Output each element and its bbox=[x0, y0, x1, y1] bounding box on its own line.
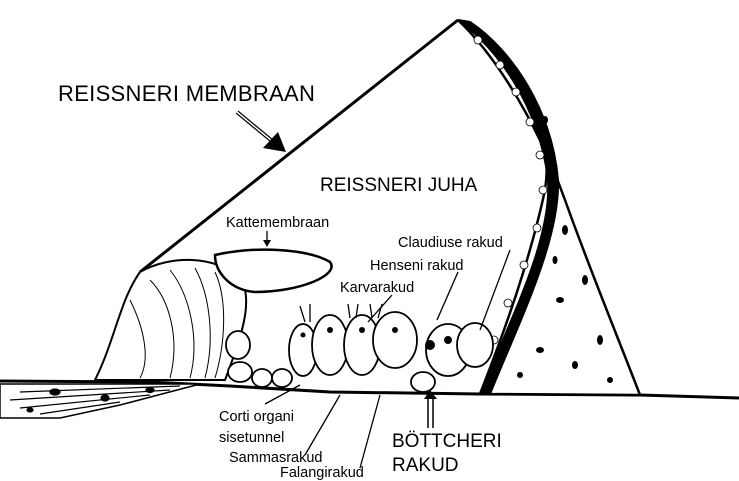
tectorial-arrow bbox=[263, 231, 271, 247]
corti-organ-cells bbox=[226, 312, 493, 392]
tectorial-membrane bbox=[215, 250, 332, 292]
phalangeal-cells-label: Falangirakud bbox=[280, 466, 364, 481]
reissner-membrane-arrow bbox=[237, 112, 286, 152]
bottcher-cells-label-2: RAKUD bbox=[392, 456, 459, 475]
corti-tunnel-label-1: Corti organi bbox=[219, 410, 294, 425]
reissner-membrane-label: REISSNERI MEMBRAAN bbox=[58, 83, 315, 105]
bottcher-cells-label-1: BÖTTCHERI bbox=[392, 432, 502, 451]
tectorial-membrane-label: Kattemembraan bbox=[226, 216, 329, 231]
hair-cells-label: Karvarakud bbox=[340, 281, 414, 296]
reissner-duct-label: REISSNERI JUHA bbox=[320, 176, 477, 195]
corti-tunnel-label-2: sisetunnel bbox=[219, 431, 284, 446]
bottcher-arrow bbox=[424, 390, 437, 428]
pillar-cells-label: Sammasrakud bbox=[229, 451, 322, 466]
hensen-cells-label: Henseni rakud bbox=[370, 259, 464, 274]
claudius-cells-label: Claudiuse rakud bbox=[398, 236, 503, 251]
